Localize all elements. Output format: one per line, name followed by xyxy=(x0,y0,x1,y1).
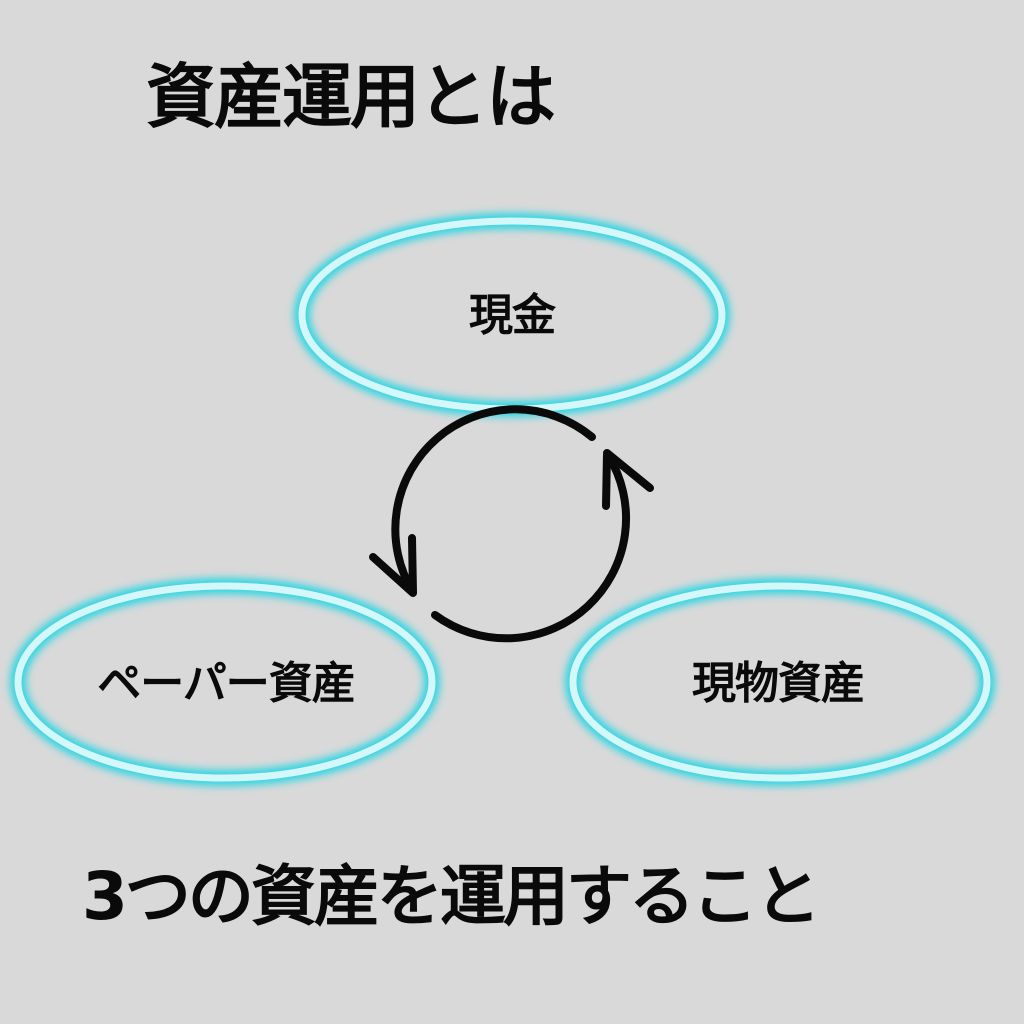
node-label-cash: 現金 xyxy=(469,290,556,341)
page-title: 資産運用とは xyxy=(146,56,556,138)
node-label-paper-assets: ペーパー資産 xyxy=(97,658,356,709)
conclusion-text: 3つの資産を運用すること xyxy=(82,858,821,935)
ellipse-physical-assets xyxy=(565,578,995,786)
cycle-arrows-icon xyxy=(369,405,654,643)
ellipse-paper-assets xyxy=(10,578,440,786)
node-label-physical-assets: 現物資産 xyxy=(692,658,865,709)
